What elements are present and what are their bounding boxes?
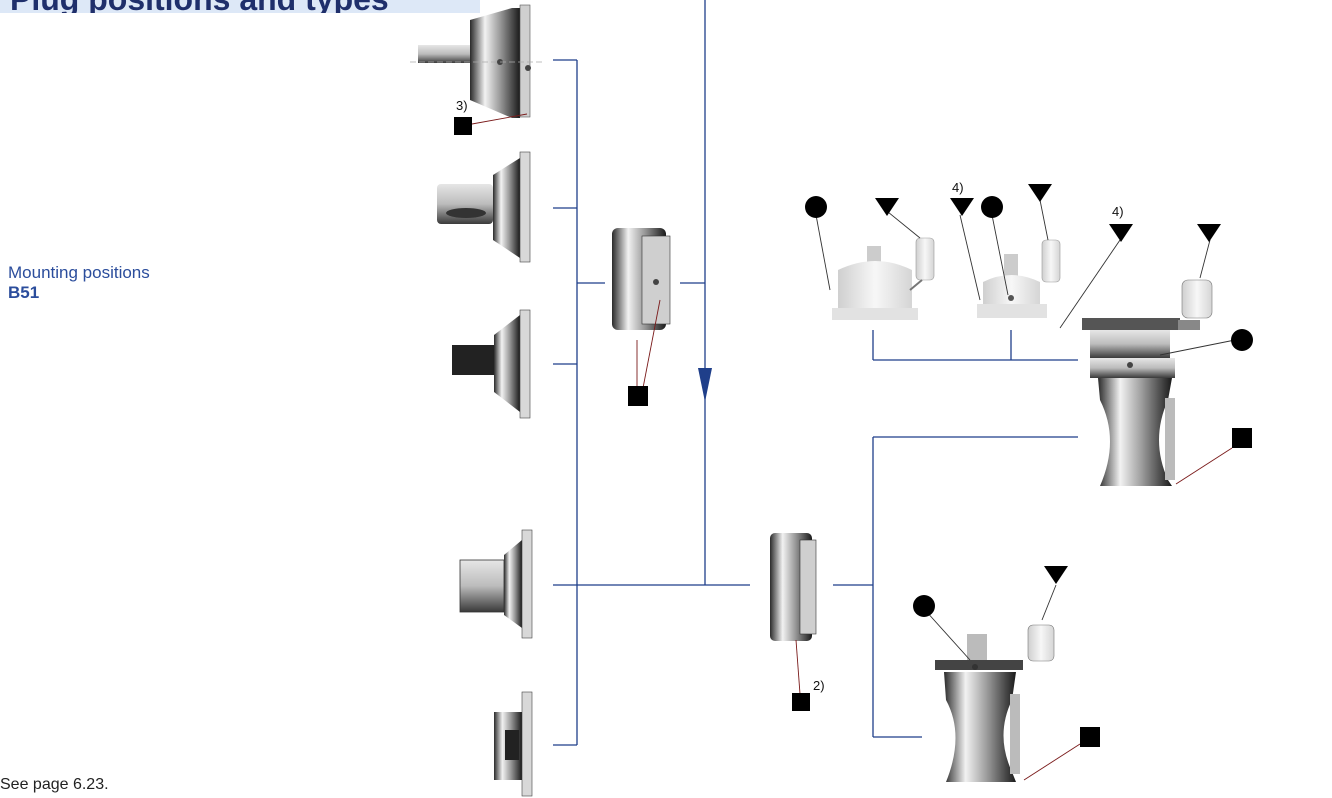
circle-markers — [805, 196, 1253, 617]
housing-top-a — [832, 237, 935, 320]
page-title: Plug positions and types — [0, 0, 480, 13]
triangle-marker — [875, 198, 899, 216]
gearbox-large — [1082, 279, 1213, 486]
square-marker — [1232, 428, 1252, 448]
square-markers — [454, 117, 1252, 747]
circle-marker — [805, 196, 827, 218]
square-marker — [628, 386, 648, 406]
note-4-right: 4) — [1112, 204, 1124, 219]
square-marker — [792, 693, 810, 711]
pointer-lines — [815, 199, 1236, 661]
note-2: 2) — [813, 678, 825, 693]
adapter-middle-lower — [770, 533, 817, 641]
circle-marker — [981, 196, 1003, 218]
housing-top-b — [977, 239, 1061, 318]
gear-keyed-shaft — [437, 151, 531, 263]
note-3: 3) — [456, 98, 468, 113]
gear-flange-bottom — [494, 691, 533, 797]
gear-hollow-shaft — [459, 529, 533, 639]
gearbox-small — [935, 624, 1055, 782]
triangle-marker — [1197, 224, 1221, 242]
circle-marker — [1231, 329, 1253, 351]
square-marker — [1080, 727, 1100, 747]
triangle-marker — [950, 198, 974, 216]
leader-lines — [471, 113, 1233, 781]
connection-lines — [553, 0, 1078, 746]
gear-shaft-top — [410, 4, 545, 118]
square-marker — [454, 117, 472, 135]
circle-marker — [913, 595, 935, 617]
direction-arrow — [698, 368, 712, 402]
mounting-positions-label: Mounting positions — [8, 263, 150, 282]
triangle-marker — [1028, 184, 1052, 202]
triangle-marker — [1109, 224, 1133, 242]
gear-splined-shaft — [452, 309, 531, 419]
adapter-middle-upper — [612, 228, 671, 330]
note-4-left: 4) — [952, 180, 964, 195]
triangle-markers — [875, 184, 1221, 584]
triangle-marker — [1044, 566, 1068, 584]
footnote: See page 6.23. — [0, 776, 109, 793]
mounting-position-code: B51 — [8, 283, 40, 302]
